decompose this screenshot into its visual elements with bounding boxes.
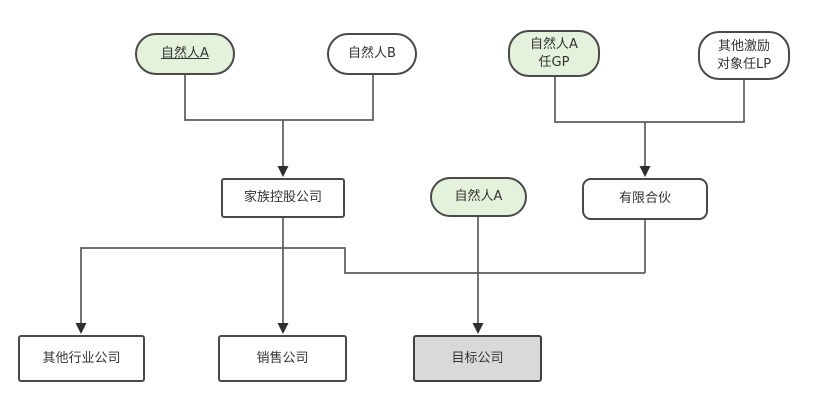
node-sales-company: 销售公司 [218, 335, 347, 382]
arrowhead-into-sales [277, 323, 289, 334]
node-natural-person-a-top: 自然人A [135, 33, 235, 75]
node-label: 家族控股公司 [243, 190, 322, 206]
node-label: 目标公司 [451, 350, 504, 366]
edge-topleft-merge [184, 75, 374, 121]
node-label: 自然人A [161, 46, 209, 62]
node-label: 其他激励 对象任LP [716, 38, 772, 72]
node-label: 自然人A [454, 189, 503, 205]
node-limited-partnership: 有限合伙 [582, 178, 708, 220]
node-natural-person-a-gp: 自然人A 任GP [508, 30, 600, 77]
arrowhead-into-other-industry [75, 323, 87, 334]
arrowhead-into-partnership [639, 166, 651, 177]
node-natural-person-b: 自然人B [327, 33, 417, 75]
arrowhead-into-family [277, 166, 289, 177]
node-label: 自然人A 任GP [530, 36, 578, 70]
node-other-industry-company: 其他行业公司 [18, 335, 145, 382]
node-family-holding-company: 家族控股公司 [221, 178, 345, 218]
node-natural-person-a-mid: 自然人A [430, 177, 527, 217]
edge-topright-merge [554, 77, 745, 123]
node-other-incentive-lp: 其他激励 对象任LP [698, 31, 790, 80]
node-label: 其他行业公司 [42, 350, 121, 366]
node-label: 有限合伙 [618, 191, 671, 207]
node-label: 销售公司 [256, 350, 309, 366]
node-label: 自然人B [348, 46, 396, 62]
edge-shared-bus [80, 247, 645, 323]
node-target-company: 目标公司 [413, 335, 542, 382]
arrowhead-into-target [472, 323, 484, 334]
